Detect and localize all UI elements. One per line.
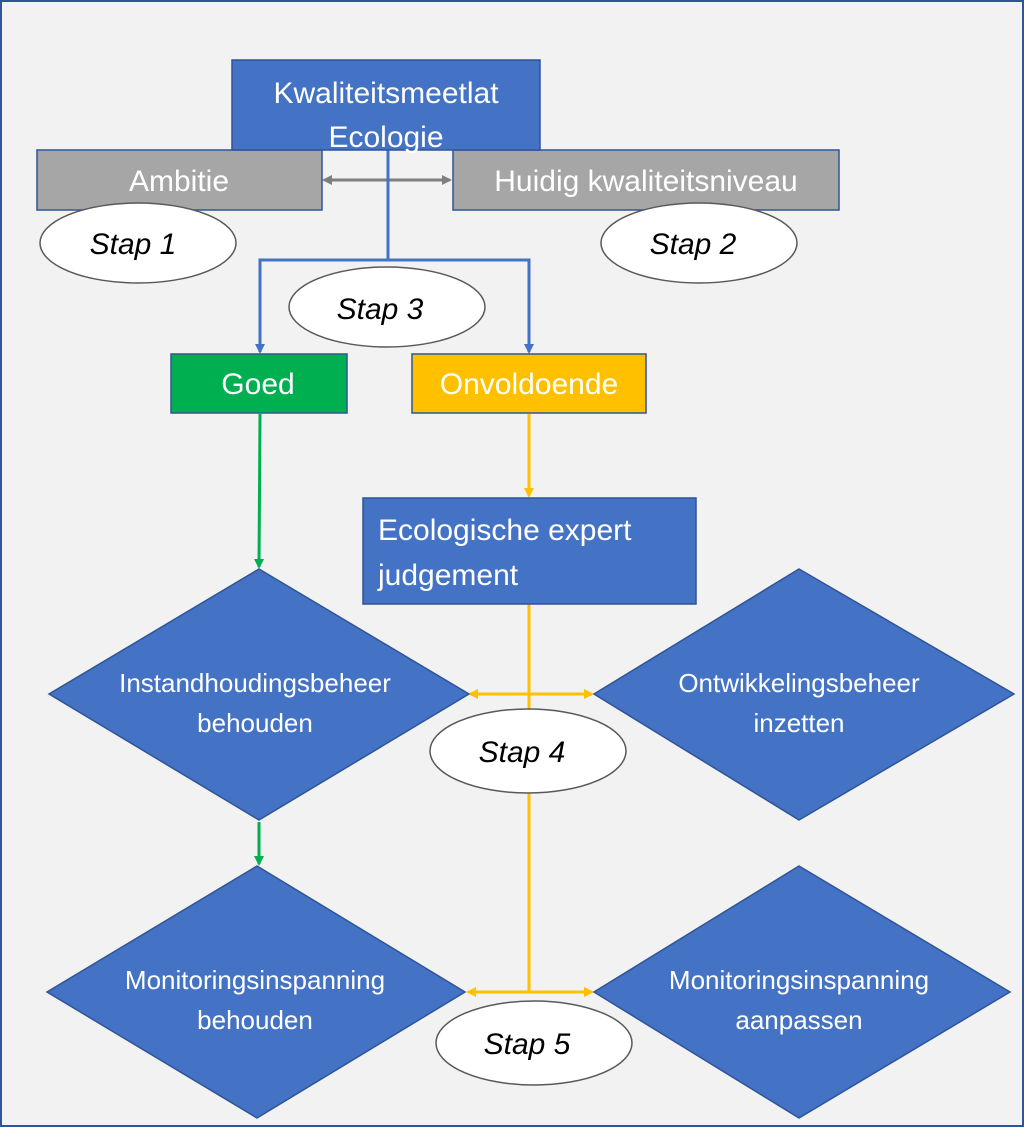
step-4-ellipse: Stap 4 bbox=[429, 708, 627, 794]
node-onvoldoende: Onvoldoende bbox=[411, 353, 647, 414]
onvoldoende-label: Onvoldoende bbox=[440, 368, 618, 401]
node-instandhoudingsbeheer-behouden: Instandhoudingsbeheer behouden bbox=[47, 568, 471, 821]
node-monitoringsinspanning-aanpassen: Monitoringsinspanning aanpassen bbox=[592, 865, 1012, 1119]
step-5-label: Stap 5 bbox=[484, 1028, 571, 1061]
step-3-label: Stap 3 bbox=[337, 293, 424, 326]
node-monitoringsinspanning-behouden: Monitoringsinspanning behouden bbox=[45, 865, 467, 1119]
step-2-ellipse: Stap 2 bbox=[600, 202, 798, 284]
connector-meetlat-onvoldoende bbox=[388, 258, 534, 354]
expert-line2: judgement bbox=[377, 559, 519, 592]
monitoring-behouden-line1: Monitoringsinspanning bbox=[125, 965, 385, 995]
node-ontwikkelingsbeheer-inzetten: Ontwikkelingsbeheer inzetten bbox=[592, 568, 1016, 821]
monitoring-aanpassen-line1: Monitoringsinspanning bbox=[669, 965, 929, 995]
step-2-label: Stap 2 bbox=[650, 228, 737, 261]
node-huidig-kwaliteitsniveau: Huidig kwaliteitsniveau bbox=[452, 149, 840, 211]
ambitie-label: Ambitie bbox=[129, 165, 229, 198]
monitoring-behouden-line2: behouden bbox=[197, 1005, 313, 1035]
node-ecologische-expert-judgement: Ecologische expert judgement bbox=[362, 497, 697, 605]
goed-label: Goed bbox=[221, 368, 294, 401]
kwaliteitsmeetlat-line2: Ecologie bbox=[328, 121, 443, 154]
step-3-ellipse: Stap 3 bbox=[288, 266, 486, 348]
expert-line1: Ecologische expert bbox=[378, 514, 632, 547]
node-ambitie: Ambitie bbox=[36, 149, 323, 211]
step-1-ellipse: Stap 1 bbox=[39, 202, 237, 284]
instandhouding-line2: behouden bbox=[197, 708, 313, 738]
ontwikkeling-line2: inzetten bbox=[753, 708, 844, 738]
ontwikkeling-line1: Ontwikkelingsbeheer bbox=[678, 668, 920, 698]
connector-meetlat-goed bbox=[255, 150, 390, 354]
huidig-label: Huidig kwaliteitsniveau bbox=[494, 165, 798, 198]
node-goed: Goed bbox=[170, 353, 348, 414]
kwaliteitsmeetlat-line1: Kwaliteitsmeetlat bbox=[273, 77, 499, 110]
step-5-ellipse: Stap 5 bbox=[435, 1000, 633, 1086]
connector-goed-instandhouding bbox=[254, 413, 265, 569]
step-1-label: Stap 1 bbox=[90, 228, 177, 261]
instandhouding-line1: Instandhoudingsbeheer bbox=[119, 668, 391, 698]
monitoring-aanpassen-line2: aanpassen bbox=[735, 1005, 862, 1035]
step-4-label: Stap 4 bbox=[479, 736, 566, 769]
node-kwaliteitsmeetlat: Kwaliteitsmeetlat Ecologie bbox=[231, 59, 541, 154]
connectors bbox=[254, 150, 594, 997]
